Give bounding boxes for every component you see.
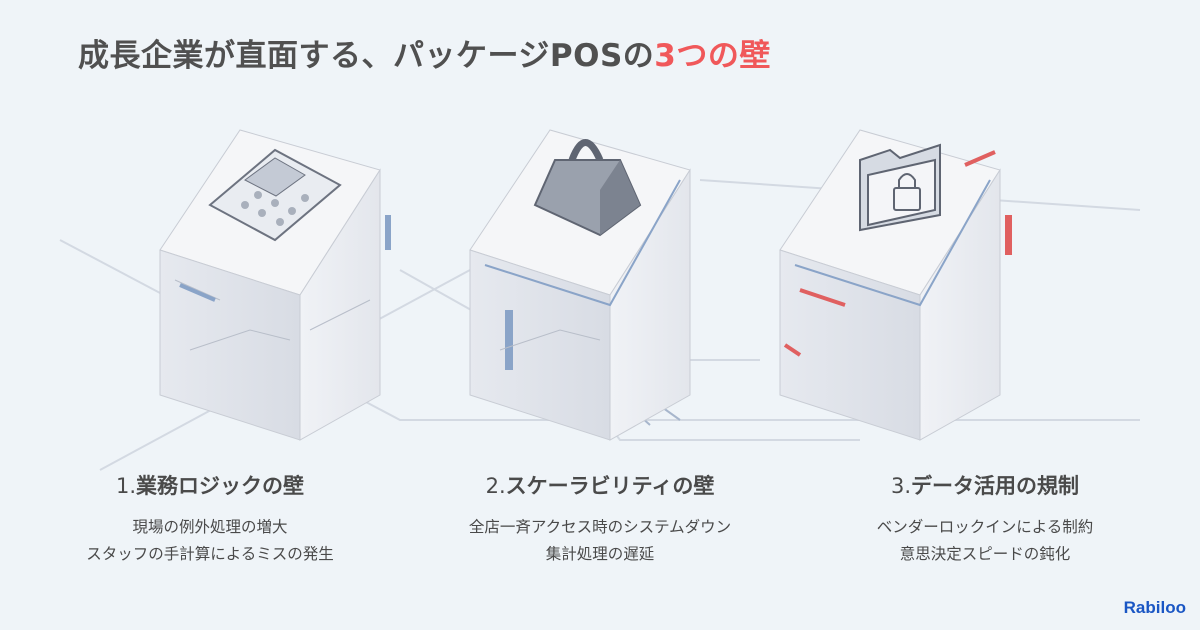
title-accent: 3つの壁 bbox=[654, 38, 771, 74]
wall-2: 2.スケーラビリティの壁 全店一斉アクセス時のシステムダウン 集計処理の遅延 bbox=[420, 470, 780, 568]
wall-1-line-1: 現場の例外処理の増大 bbox=[132, 518, 288, 536]
wall-2-heading: 2.スケーラビリティの壁 bbox=[485, 474, 715, 498]
wall-3-line-1: ベンダーロックインによる制約 bbox=[876, 518, 1094, 536]
page-title: 成長企業が直面する、パッケージPOSの3つの壁 bbox=[78, 30, 771, 75]
wall-3-heading: 3.データ活用の規制 bbox=[890, 474, 1080, 498]
wall-1-line-2: スタッフの手計算によるミスの発生 bbox=[86, 545, 334, 563]
rabiloo-logo: Rabiloo bbox=[1123, 598, 1186, 617]
wall-1-heading: 1.業務ロジックの壁 bbox=[115, 474, 305, 498]
wall-2-line-2: 集計処理の遅延 bbox=[545, 545, 655, 563]
title-main: 成長企業が直面する、パッケージPOSの bbox=[78, 38, 655, 74]
wall-1: 1.業務ロジックの壁 現場の例外処理の増大 スタッフの手計算によるミスの発生 bbox=[30, 470, 390, 568]
wall-block-1 bbox=[159, 129, 391, 441]
wall-3-line-2: 意思決定スピードの鈍化 bbox=[899, 545, 1071, 563]
wall-3: 3.データ活用の規制 ベンダーロックインによる制約 意思決定スピードの鈍化 bbox=[805, 470, 1165, 568]
wall-2-line-1: 全店一斉アクセス時のシステムダウン bbox=[468, 518, 732, 536]
locked-folder-icon bbox=[859, 143, 941, 232]
calculator-icon bbox=[208, 148, 342, 242]
weight-icon bbox=[533, 139, 642, 237]
